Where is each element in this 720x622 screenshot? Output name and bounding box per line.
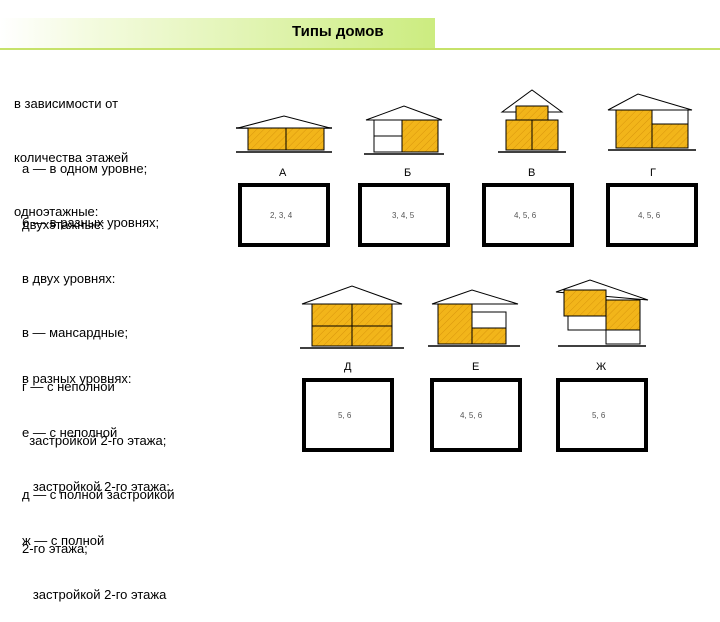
house-b-label: Б [404, 167, 411, 179]
house-v-label: В [528, 167, 535, 179]
house-e-plan: 4, 5, 6 [430, 378, 522, 452]
text-split-level: в разных уровнях: е — с неполной застрой… [22, 334, 170, 622]
house-g-plan-rooms: 4, 5, 6 [638, 211, 661, 220]
text-line: д — с полной застройкой [22, 487, 175, 502]
house-a-plan: 2, 3, 4 [238, 183, 330, 247]
house-v-plan-rooms: 4, 5, 6 [514, 211, 537, 220]
text-line: в двух уровнях: [22, 271, 116, 286]
house-d-plan-rooms: 5, 6 [338, 411, 352, 420]
house-b-plan-rooms: 3, 4, 5 [392, 211, 415, 220]
house-zh-plan-rooms: 5, 6 [592, 411, 606, 420]
house-a-section [236, 115, 332, 153]
house-a-label: А [279, 167, 287, 179]
house-g-label: Г [650, 167, 656, 179]
house-b-plan: 3, 4, 5 [358, 183, 450, 247]
text-line: ж — с полной [22, 533, 105, 548]
text-line: в разных уровнях: [22, 371, 132, 386]
text-line: в — мансардные; [22, 325, 129, 340]
house-a-plan-rooms: 2, 3, 4 [270, 211, 293, 220]
house-b-section [364, 105, 444, 155]
text-line: одноэтажные: [14, 204, 99, 219]
house-v-plan: 4, 5, 6 [482, 183, 574, 247]
house-d-label: Д [344, 361, 352, 373]
house-e-section [428, 289, 520, 347]
house-zh-section [555, 279, 649, 347]
page-title: Типы домов [292, 23, 384, 40]
text-line: г — с неполной [22, 379, 115, 394]
house-d-plan: 5, 6 [302, 378, 394, 452]
header-band [0, 18, 435, 48]
house-g-plan: 4, 5, 6 [606, 183, 698, 247]
text-line: двухэтажные: [22, 217, 105, 232]
text-line: застройкой 2-го этажа; [22, 479, 170, 494]
house-v-section [498, 89, 566, 153]
house-e-label: Е [472, 361, 479, 373]
text-line: е — с неполной [22, 425, 118, 440]
text-line: б — в разных уровнях; [22, 215, 160, 230]
header-rule [0, 48, 720, 50]
text-one-story-items: а — в одном уровне; б — в разных уровнях… [22, 124, 159, 250]
text-line: а — в одном уровне; [22, 161, 148, 176]
header: Типы домов [0, 18, 720, 48]
text-line: в зависимости от [14, 96, 119, 111]
text-one-story-intro: в зависимости от количества этажей одноэ… [14, 59, 128, 239]
text-line: застройкой 2-го этажа [22, 587, 167, 602]
house-e-plan-rooms: 4, 5, 6 [460, 411, 483, 420]
text-line: количества этажей [14, 150, 129, 165]
text-line: застройкой 2-го этажа; [22, 433, 167, 448]
house-d-section [300, 285, 404, 349]
house-zh-label: Ж [596, 361, 606, 373]
house-zh-plan: 5, 6 [556, 378, 648, 452]
house-g-section [607, 93, 696, 151]
house-types-diagram: А 2, 3, 4 Б 3, 4, 5 В 4, 5, 6 Г [228, 80, 708, 460]
